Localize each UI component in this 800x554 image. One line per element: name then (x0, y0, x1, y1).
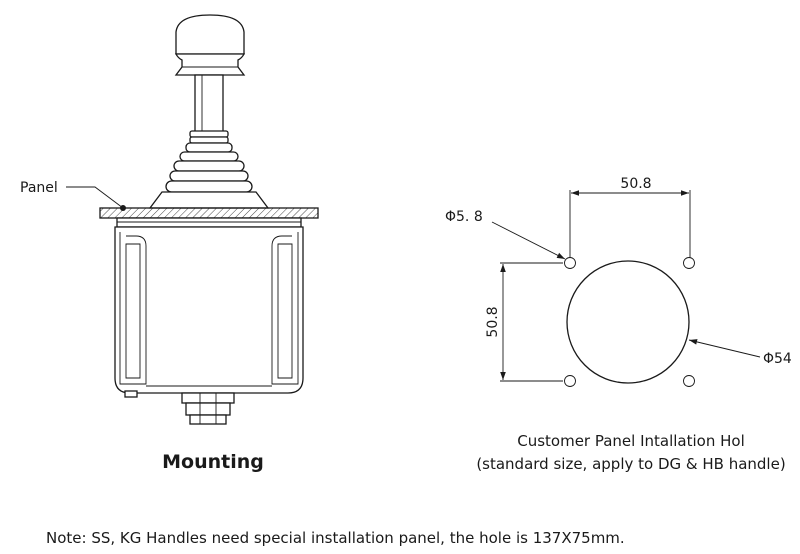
caption-line-2: (standard size, apply to DG & HB handle) (476, 455, 785, 473)
center-hole (566, 260, 690, 384)
switch-housing (114, 226, 304, 398)
panel-label: Panel (20, 180, 58, 196)
handle-knob (175, 14, 245, 55)
mounting-title: Mounting (162, 451, 264, 473)
footnote: Note: SS, KG Handles need special instal… (46, 529, 625, 547)
mount-hole-top-right (683, 257, 695, 269)
hole-pattern-view: 50.8 50.8 Φ5. 8 Φ54 Customer Panel Intal… (445, 176, 792, 473)
rubber-boot (148, 142, 270, 209)
dim-vertical-value: 50.8 (485, 306, 501, 337)
joystick-side-view: Panel Mounting (20, 14, 319, 473)
small-hole-diameter-label: Φ5. 8 (445, 209, 483, 225)
caption-line-1: Customer Panel Intallation Hol (517, 432, 745, 450)
mount-hole-top-left (564, 257, 576, 269)
handle-shaft (194, 74, 224, 134)
mount-hole-bottom-right (683, 375, 695, 387)
mounting-panel (99, 207, 319, 219)
cable-gland (181, 392, 235, 425)
handle-collar (174, 53, 246, 76)
dim-horizontal-value: 50.8 (620, 176, 651, 192)
mount-hole-bottom-left (564, 375, 576, 387)
panel-leader-dot (120, 205, 126, 211)
center-hole-diameter-label: Φ54 (763, 351, 792, 367)
